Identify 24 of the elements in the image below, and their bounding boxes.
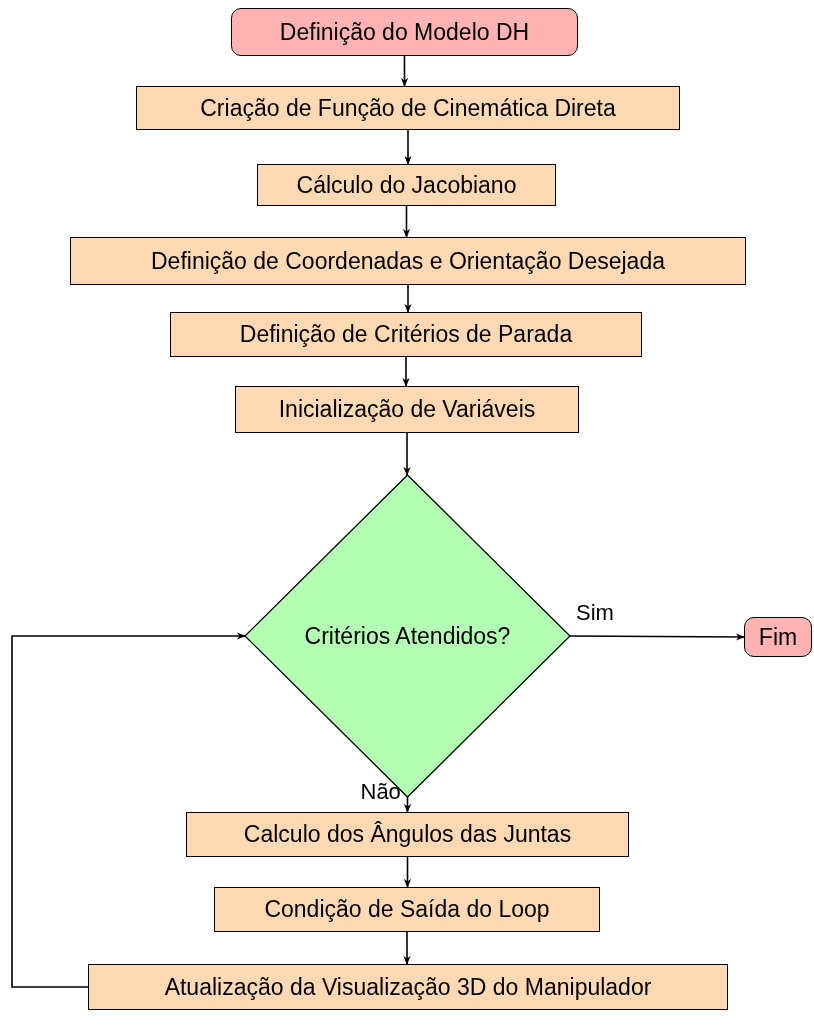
process-box: Definição de Coordenadas e Orientação Desejada (70, 237, 746, 285)
arrow (404, 284, 412, 313)
edge-label: Sim (576, 602, 614, 624)
process-box: Calculo dos Ângulos das Juntas (186, 812, 629, 857)
arrow (403, 796, 412, 813)
process-box: Condição de Saída do Loop (214, 887, 600, 932)
arrow (403, 856, 412, 888)
arrow (404, 129, 412, 165)
process-box: Inicialização de Variáveis (235, 386, 579, 433)
arrow (402, 205, 411, 238)
terminal-box: Definição do Modelo DH (231, 8, 578, 56)
process-box: Cálculo do Jacobiano (257, 164, 556, 206)
terminal-box: Fim (744, 617, 812, 657)
arrow (11, 632, 246, 988)
arrow (403, 931, 411, 965)
arrow (569, 633, 745, 641)
process-box: Criação de Função de Cinemática Direta (136, 86, 680, 130)
arrow (403, 432, 411, 476)
arrow (402, 356, 410, 387)
process-box: Atualização da Visualização 3D do Manipulador (88, 964, 728, 1010)
process-box: Definição de Critérios de Parada (170, 312, 642, 357)
edge-label: Não (360, 781, 401, 803)
decision-label: Critérios Atendidos? (304, 622, 511, 650)
arrow (400, 55, 409, 87)
